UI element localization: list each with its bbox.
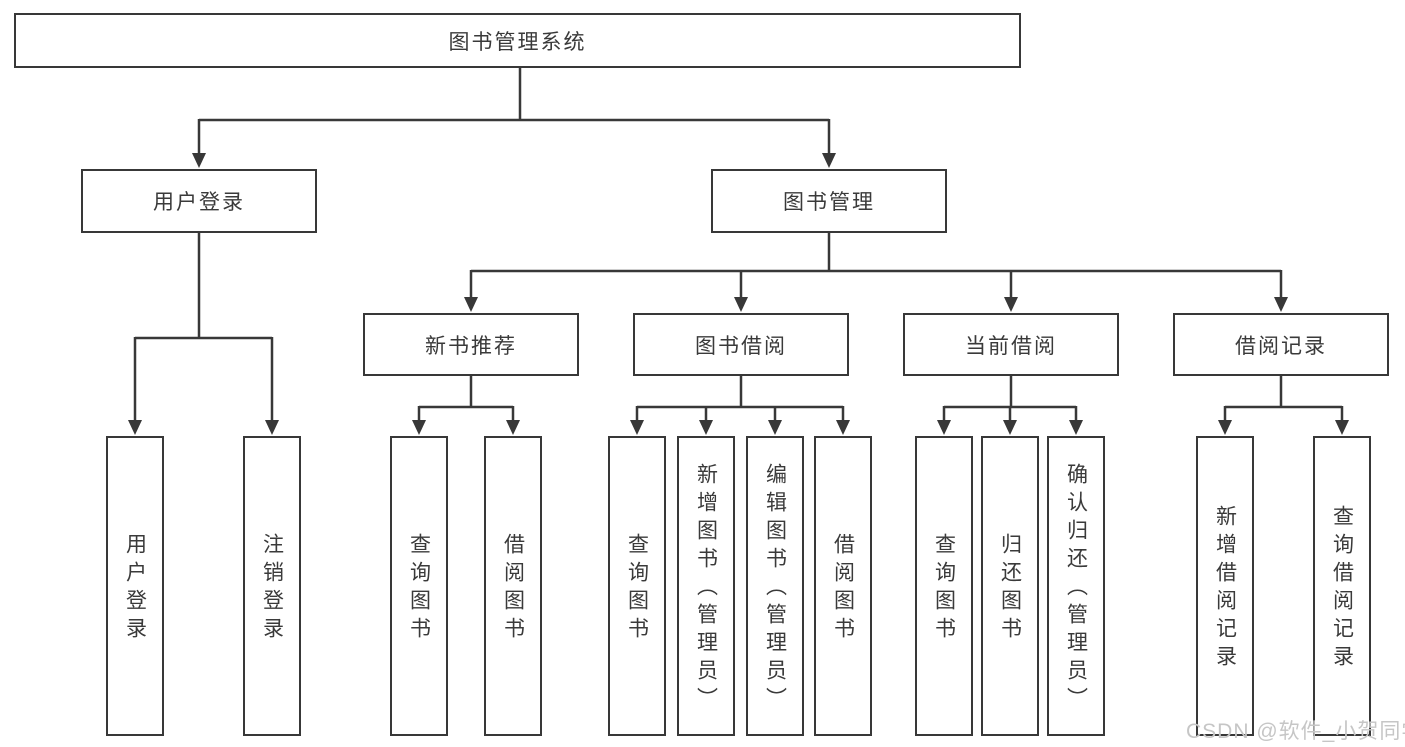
node-label: 图书管理 <box>783 191 875 214</box>
leaf-add-borrow-record: 新增借阅记录 <box>1196 436 1254 736</box>
node-book-borrow: 图书借阅 <box>633 313 849 376</box>
node-label: 借阅记录 <box>1235 334 1327 358</box>
leaf-borrow-books: 借阅图书 <box>814 436 872 736</box>
leaf-edit-book-admin: 编辑图书（管理员） <box>746 436 804 736</box>
leaf-add-book-admin: 新增图书（管理员） <box>677 436 735 736</box>
node-label: 用户登录 <box>153 191 245 214</box>
leaf-query-books-borrow: 查询图书 <box>608 436 666 736</box>
csdn-watermark: CSDN @软件_小贺同学 <box>1186 720 1405 743</box>
node-borrow-records: 借阅记录 <box>1173 313 1389 376</box>
node-root-library-management-system: 图书管理系统 <box>14 13 1021 68</box>
node-current-borrow: 当前借阅 <box>903 313 1119 376</box>
leaf-return-book: 归还图书 <box>981 436 1039 736</box>
node-user-login: 用户登录 <box>81 169 317 233</box>
node-label: 图书借阅 <box>695 334 787 358</box>
leaf-query-books-current: 查询图书 <box>915 436 973 736</box>
node-label: 当前借阅 <box>965 334 1057 358</box>
leaf-logout: 注销登录 <box>243 436 301 736</box>
leaf-query-books-recommend: 查询图书 <box>390 436 448 736</box>
node-label: 图书管理系统 <box>448 30 587 54</box>
node-new-book-recommend: 新书推荐 <box>363 313 579 376</box>
leaf-borrow-books-recommend: 借阅图书 <box>484 436 542 736</box>
leaf-user-login: 用户登录 <box>106 436 164 736</box>
leaf-confirm-return-admin: 确认归还（管理员） <box>1047 436 1105 736</box>
leaf-query-borrow-record: 查询借阅记录 <box>1313 436 1371 736</box>
node-book-management: 图书管理 <box>711 169 947 233</box>
node-label: 新书推荐 <box>425 334 517 358</box>
